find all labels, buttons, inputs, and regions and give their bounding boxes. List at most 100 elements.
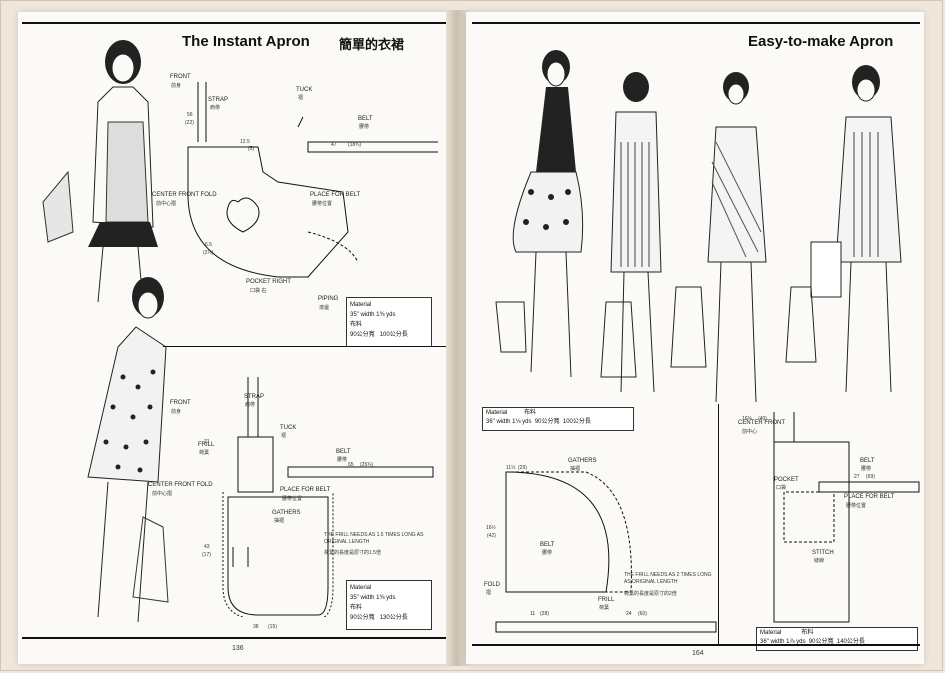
left-title-en: The Instant Apron [182, 33, 310, 50]
label-frill: FRILL [198, 442, 215, 448]
pattern-diagram-right-left [495, 471, 717, 633]
material-box-bottom [346, 580, 432, 630]
women-illustrations [495, 50, 902, 403]
right-page: Easy-to-make Apron Material [466, 12, 924, 664]
dim-15: (15) [268, 624, 277, 630]
label-gathers-left: GATHERS [272, 510, 301, 516]
material-row1-right-left: Material 布料 [486, 409, 591, 418]
dim-27: 27 [854, 474, 860, 480]
dim-16-1-2: 16½ [486, 525, 496, 531]
dim-56: 56 [187, 112, 193, 118]
dim-40: (40) [758, 416, 767, 422]
material-width-right-left: 36" width 1⅛ yds [486, 419, 532, 425]
frill-note-zh-left: 荷葉的長度是原寸的1.5倍 [324, 550, 381, 556]
dim-47: 47 [331, 142, 337, 148]
material-label-top: Material [350, 302, 372, 308]
dim-17: (17) [202, 552, 211, 558]
label-place-belt-zh-right: 腰帶位置 [846, 503, 867, 509]
material-width-zh-top: 90公分寬 [350, 332, 375, 338]
material-label-zh-right-left: 布料 [524, 410, 537, 416]
label-belt-zh-right-left: 腰帶 [542, 550, 553, 556]
label-place-belt-bottom: PLACE FOR BELT [280, 487, 331, 493]
pattern-diagram-top [187, 82, 438, 278]
dim-22: (22) [185, 120, 194, 126]
label-strap-top: STRAP [208, 97, 229, 103]
label-front-zh-bottom: 前身 [171, 409, 182, 415]
material-width-zh-bottom: 90公分寬 [350, 615, 375, 621]
material-box-top [346, 297, 432, 347]
material-width-zh-right-right: 90公分寬 [808, 639, 834, 645]
label-front-zh-top: 前身 [171, 83, 182, 89]
material-label-zh-right-right: 布料 [801, 630, 814, 636]
bottom-rule-left [22, 637, 446, 639]
top-rule-right [472, 22, 920, 24]
label-cff-bottom: CENTER FRONT FOLD [148, 482, 213, 488]
frill-note-right: THE FRILL NEEDS AS 2 TIMES LONG AS ORIGI… [624, 572, 712, 585]
material-zh-row-top: 90公分寬 100公分長 [350, 330, 408, 340]
label-stitch-zh: 縫線 [814, 558, 825, 564]
label-cff-zh-bottom: 前中心摺 [152, 491, 173, 497]
label-fold-right: FOLD [484, 582, 501, 588]
material-label-zh-top: 布料 [350, 322, 363, 328]
material-row1-right-right: Material 布料 [760, 629, 865, 638]
material-length-zh-right-left: 100公分長 [562, 419, 591, 425]
pattern-diagram-bottom [222, 377, 434, 617]
label-belt-bottom: BELT [336, 449, 351, 455]
label-gathers-zh-left: 抽褶 [274, 518, 285, 524]
label-tuck-zh-top: 褶 [298, 95, 304, 101]
material-label-zh-bottom: 布料 [350, 605, 363, 611]
dim-60: (60) [638, 611, 647, 617]
top-rule [22, 22, 446, 24]
dim-5: (5) [248, 146, 255, 152]
material-box-right-right [756, 627, 918, 651]
material-label-right-left: Material [486, 410, 508, 416]
left-page: The Instant Apron 簡單的衣裙 FRONT 前身 STRAP [18, 12, 450, 664]
dim-28: (28) [540, 611, 549, 617]
material-right-left: Material 布料 36" width 1⅛ yds 90公分寬 100公分… [486, 409, 591, 427]
dim-69: (69) [866, 474, 875, 480]
label-center-front: CENTER FRONT [738, 420, 785, 426]
frill-note-left: THE FRILL NEEDS AS 1.5 TIMES LONG AS ORI… [324, 532, 424, 545]
page-number-left: 136 [232, 645, 244, 652]
label-belt-zh-bottom: 腰帶 [337, 457, 348, 463]
label-gathers-right: GATHERS [568, 458, 597, 464]
dim-11-1-2: 11½ [506, 465, 516, 471]
middle-rule-left [163, 346, 446, 347]
label-gathers-zh-right: 抽褶 [570, 466, 581, 472]
page-number-right: 164 [692, 650, 704, 657]
label-stitch: STITCH [812, 550, 834, 556]
label-frill-right: FRILL [598, 597, 615, 603]
pattern-diagram-right-right [773, 412, 920, 623]
material-row2-right-left: 36" width 1⅛ yds 90公分寬 100公分長 [486, 418, 591, 427]
material-width-right-right: 36" width 1⅞ yds [760, 639, 806, 645]
material-length-zh-top: 100公分長 [379, 332, 408, 338]
label-place-belt-zh-bottom: 腰帶位置 [282, 496, 303, 502]
label-front-top: FRONT [170, 74, 191, 80]
label-pocket-zh: 口袋 [776, 485, 787, 491]
label-belt-zh-top: 腰帶 [359, 124, 370, 130]
label-fold-zh-right: 摺 [486, 590, 492, 596]
dim-12-5: 12.5 [240, 139, 250, 145]
label-front-bottom: FRONT [170, 400, 191, 406]
bottom-rule-right [472, 644, 920, 646]
label-pocket-right-zh: 口袋 右 [250, 288, 267, 294]
label-tuck-zh-bottom: 褶 [281, 433, 287, 439]
label-strap-zh-top: 肩帶 [210, 105, 221, 111]
label-piping-zh: 滾邊 [319, 305, 330, 311]
label-belt-zh-right: 腰帶 [861, 466, 872, 472]
material-width-bottom: 35" width 1⅜ yds [350, 595, 396, 601]
dim-24: 24 [626, 611, 632, 617]
dim-16-3-8: 16⅜ [742, 416, 752, 422]
dim-17-1-2: (2½) [203, 250, 214, 256]
label-tuck-bottom: TUCK [280, 425, 297, 431]
label-frill-zh-right: 荷葉 [599, 605, 610, 611]
label-place-belt-top: PLACE FOR BELT [310, 192, 361, 198]
label-belt-right-left: BELT [540, 542, 555, 548]
material-box-right-left [482, 407, 634, 431]
label-frill-zh: 荷葉 [199, 450, 210, 456]
material-label-bottom: Material [350, 585, 372, 591]
dim-11: 11 [530, 611, 536, 617]
woman-illustration-top [42, 40, 158, 303]
dim-25-3-4: (25¾) [360, 462, 374, 468]
